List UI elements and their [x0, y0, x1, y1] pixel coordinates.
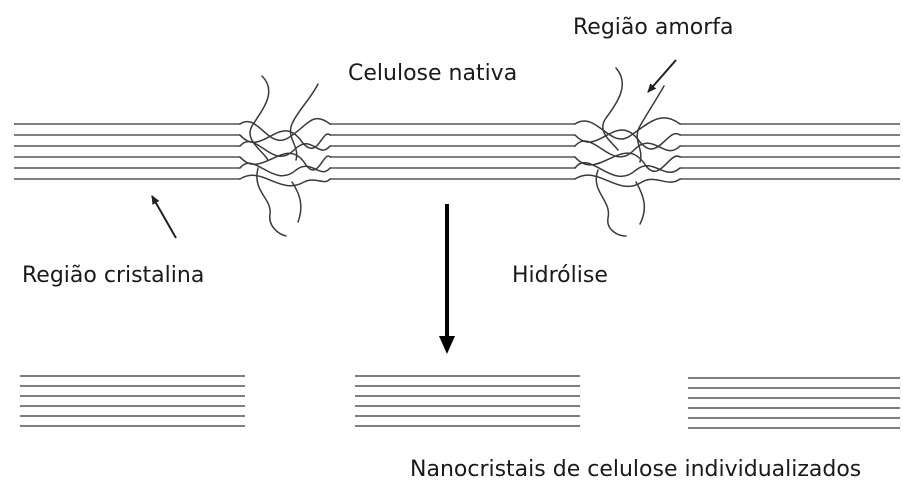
nanocrystal-2	[355, 376, 580, 426]
hydrolysis-arrow	[439, 204, 455, 354]
nanocrystals	[20, 376, 900, 428]
amorphous-region-pointer	[648, 60, 676, 92]
nanocrystals-label: Nanocristais de celulose individualizado…	[410, 457, 861, 482]
crystalline-region-label: Região cristalina	[22, 263, 204, 288]
crystalline-segment-right	[680, 124, 900, 179]
nanocrystal-1	[20, 376, 245, 426]
nanocrystal-3	[688, 378, 900, 428]
amorphous-region-left	[240, 76, 330, 236]
amorphous-region-right	[575, 68, 680, 236]
amorphous-region-label: Região amorfa	[573, 15, 734, 40]
crystalline-region-pointer	[152, 196, 176, 238]
native-cellulose-label: Celulose nativa	[348, 61, 517, 86]
hydrolysis-label: Hidrólise	[512, 263, 608, 288]
crystalline-segment-left	[14, 124, 240, 179]
crystalline-segment-middle	[330, 124, 575, 179]
native-fiber	[14, 124, 900, 179]
